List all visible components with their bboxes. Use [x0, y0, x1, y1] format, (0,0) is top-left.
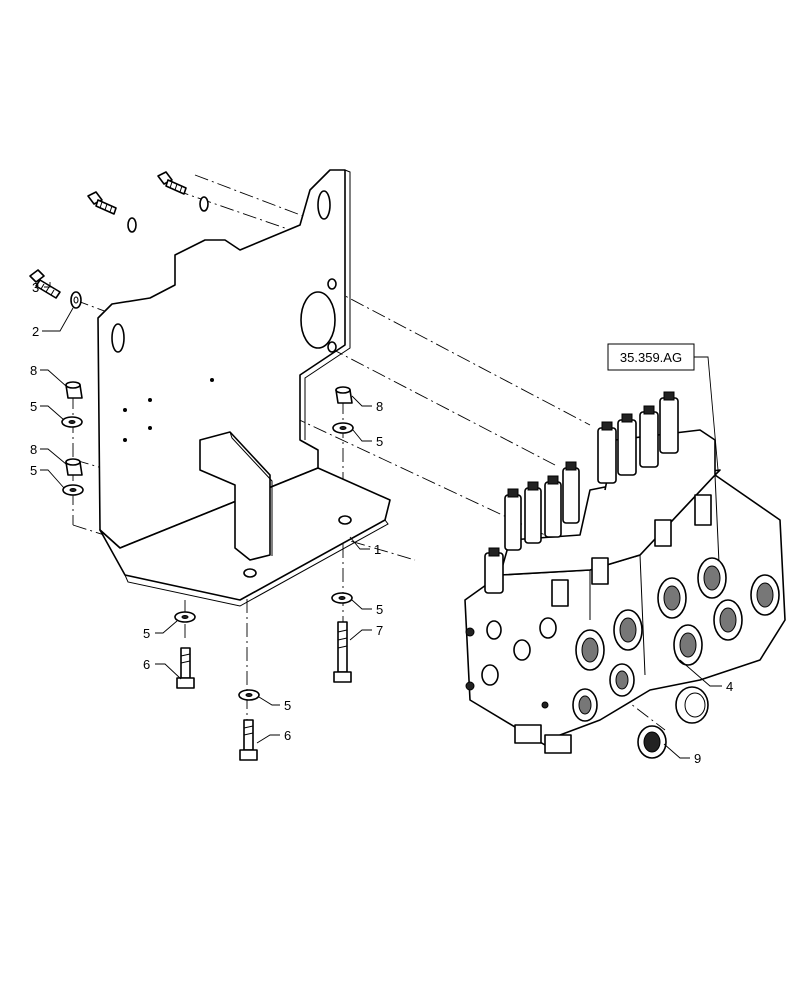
washer-left-lower	[62, 484, 84, 496]
callout-6-bottom-left: 6	[143, 657, 150, 672]
reference-box-text: 35.359.AG	[620, 350, 682, 365]
callout-7: 7	[376, 623, 383, 638]
washer-bottom-left	[174, 611, 196, 623]
nut-left-lower	[65, 458, 83, 476]
callout-5-bottom-left: 5	[143, 626, 150, 641]
callout-9: 9	[694, 751, 701, 766]
callout-5-bottom-center: 5	[284, 698, 291, 713]
callout-2: 2	[32, 324, 39, 339]
callout-5-left-upper: 5	[30, 399, 37, 414]
callout-5-right-lower: 5	[376, 602, 383, 617]
bolt-long	[333, 621, 352, 683]
washer-right-upper	[332, 422, 354, 434]
washer-bottom-center	[238, 689, 260, 701]
plug	[637, 725, 667, 759]
control-valve-assembly	[464, 391, 786, 754]
nut-left-upper	[65, 381, 83, 399]
washer-left	[70, 291, 82, 309]
nut-right	[335, 386, 353, 404]
bolt-short-center	[239, 719, 258, 761]
washer-right-lower	[331, 592, 353, 604]
solenoid-group	[484, 391, 679, 594]
mounting-bracket	[97, 169, 391, 607]
callout-1: 1	[374, 542, 381, 557]
callout-5-left-lower: 5	[30, 463, 37, 478]
screw-left	[29, 269, 61, 299]
washer-left-upper	[61, 416, 83, 428]
callout-8-right: 8	[376, 399, 383, 414]
callout-8-lower-left: 8	[30, 442, 37, 457]
callout-6-bottom-center: 6	[284, 728, 291, 743]
callout-3: 3	[32, 280, 39, 295]
washer-top-2	[127, 217, 137, 233]
callout-leaders	[40, 282, 722, 759]
callout-5-right-upper: 5	[376, 434, 383, 449]
bolt-short-left	[176, 647, 195, 689]
reference-box: 35.359.AG	[607, 343, 719, 471]
callout-labels: 3 2 8 5 8 5 8 5 1 5 7 5 6 5 6 4 9	[30, 280, 733, 766]
valve-plug-ribbed	[675, 686, 709, 724]
screw-top-1	[157, 171, 187, 195]
callout-4: 4	[726, 679, 733, 694]
screw-top-2	[87, 191, 117, 215]
washer-top-1	[199, 196, 209, 212]
callout-8-upper-left: 8	[30, 363, 37, 378]
